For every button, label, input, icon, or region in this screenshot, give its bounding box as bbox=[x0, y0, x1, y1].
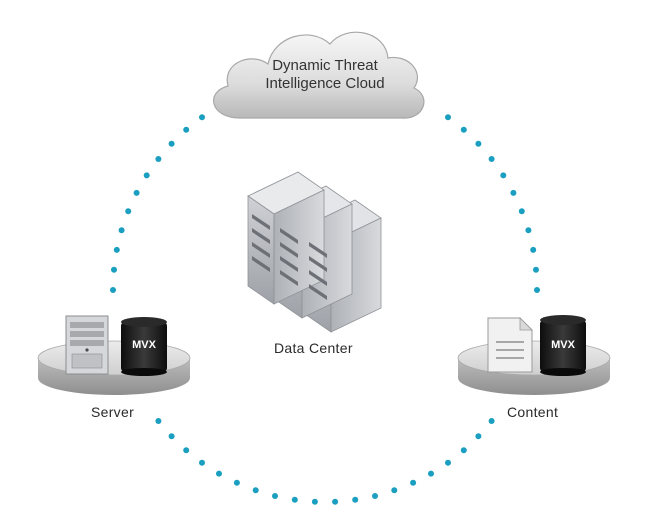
server-platform bbox=[37, 340, 191, 395]
drive-bay bbox=[309, 256, 327, 272]
tower-server-icon bbox=[65, 315, 109, 375]
connection-dot bbox=[113, 246, 120, 253]
server-rack-icon bbox=[247, 171, 382, 333]
mvx-label: MVX bbox=[551, 339, 576, 351]
connection-dot bbox=[155, 418, 162, 424]
connection-dot bbox=[168, 433, 175, 440]
connection-dot bbox=[510, 189, 517, 196]
cloud-title: Dynamic Threat Intelligence Cloud bbox=[230, 57, 420, 93]
connection-dot bbox=[488, 418, 495, 424]
connection-dot bbox=[133, 189, 140, 196]
connection-dot bbox=[445, 114, 451, 121]
connection-dot bbox=[125, 208, 132, 215]
server-label: Server bbox=[91, 404, 135, 420]
connection-dot bbox=[475, 433, 482, 440]
connection-dot bbox=[530, 246, 537, 253]
connection-dot bbox=[525, 227, 532, 234]
content-label: Content bbox=[507, 404, 559, 420]
connection-dot bbox=[168, 140, 175, 147]
drive-bay bbox=[280, 228, 298, 244]
connection-dot bbox=[155, 156, 162, 162]
connection-dot bbox=[488, 156, 495, 162]
drive-bay bbox=[252, 242, 270, 258]
connection-dot bbox=[311, 498, 318, 505]
connection-dot bbox=[445, 459, 451, 466]
connection-dot bbox=[118, 227, 125, 234]
drive-bay bbox=[309, 284, 327, 300]
connection-dot bbox=[199, 459, 205, 466]
connection-dot bbox=[111, 266, 117, 273]
connection-dot bbox=[332, 498, 339, 505]
connection-dot bbox=[199, 114, 205, 121]
drive-bay bbox=[309, 270, 327, 286]
connection-dot bbox=[500, 172, 507, 179]
connection-dot bbox=[460, 447, 467, 454]
connection-dot bbox=[410, 479, 417, 486]
connection-dot bbox=[216, 470, 222, 477]
connection-dot bbox=[252, 487, 259, 494]
drive-bay bbox=[252, 214, 270, 230]
connection-dot bbox=[534, 287, 540, 293]
mvx-appliance-content: MVX bbox=[540, 315, 586, 376]
cloud-title-line1: Dynamic Threat bbox=[272, 57, 378, 74]
connection-dot bbox=[291, 496, 298, 503]
connection-dot bbox=[391, 487, 398, 494]
cloud-icon bbox=[213, 31, 425, 119]
drive-bay bbox=[309, 242, 327, 258]
drive-bay bbox=[280, 242, 298, 258]
drive-bay bbox=[280, 256, 298, 272]
connection-dot bbox=[143, 172, 150, 179]
connection-dot bbox=[183, 126, 190, 133]
drive-bay bbox=[280, 270, 298, 286]
connection-dot bbox=[233, 479, 240, 486]
drive-bay bbox=[252, 228, 270, 244]
connection-dotted-circle bbox=[110, 114, 540, 505]
cloud-title-line2: Intelligence Cloud bbox=[265, 75, 385, 92]
content-platform bbox=[457, 340, 611, 395]
data-center-label: Data Center bbox=[274, 340, 353, 356]
connection-dot bbox=[428, 470, 434, 477]
connection-dot bbox=[475, 140, 482, 147]
mvx-label: MVX bbox=[132, 339, 157, 351]
connection-dot bbox=[352, 496, 359, 503]
connection-dot bbox=[460, 126, 467, 133]
connection-dot bbox=[183, 447, 190, 454]
connection-dot bbox=[110, 287, 116, 293]
connection-dot bbox=[372, 493, 378, 499]
document-icon bbox=[487, 317, 533, 373]
connection-dot bbox=[518, 208, 525, 215]
mvx-appliance-server: MVX bbox=[121, 317, 167, 376]
connection-dot bbox=[272, 493, 278, 499]
drive-bay bbox=[252, 256, 270, 272]
connection-dot bbox=[533, 266, 539, 273]
